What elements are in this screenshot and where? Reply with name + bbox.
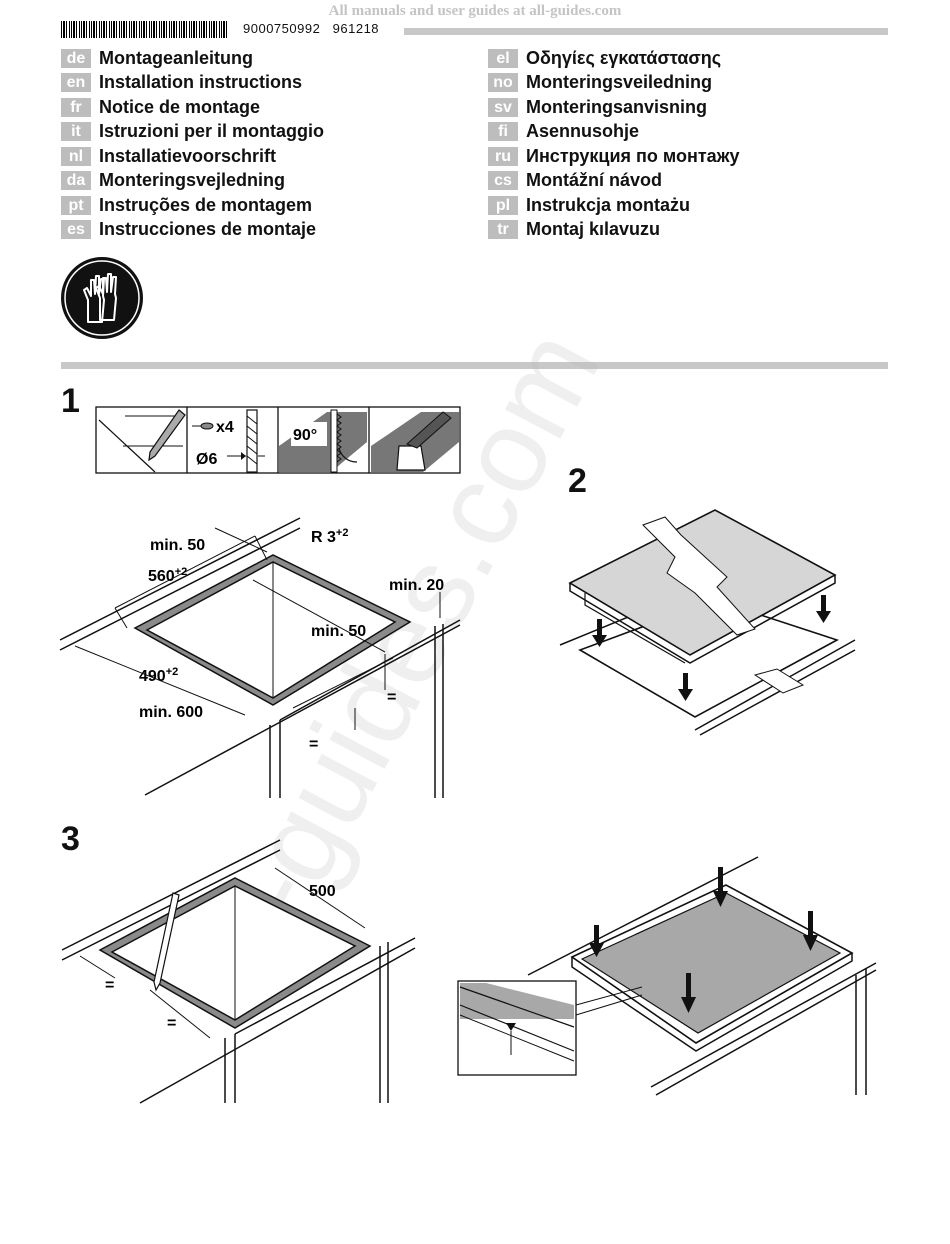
language-title: Notice de montage (99, 96, 261, 117)
barcode (61, 21, 229, 38)
language-code: de (61, 48, 91, 68)
down-arrow-icon (803, 911, 818, 951)
language-title: Asennusohje (526, 121, 640, 142)
dimension-depth: 490+2 (139, 666, 178, 685)
language-title: Montageanleitung (99, 47, 253, 68)
language-title: Monteringsvejledning (99, 170, 286, 191)
down-arrow-icon (678, 673, 693, 701)
down-arrow-icon (816, 595, 831, 623)
language-item: it Istruzioni per il montaggio (61, 120, 481, 145)
dimension-min50-top: min. 50 (150, 537, 205, 554)
section-divider (61, 362, 888, 369)
language-item: fi Asennusohje (488, 120, 908, 145)
language-title: Installatievoorschrift (99, 145, 277, 166)
depth-tolerance: +2 (166, 666, 179, 678)
language-item: no Monteringsveiledning (488, 71, 908, 96)
language-item: tr Montaj kılavuzu (488, 218, 908, 243)
language-item: fr Notice de montage (61, 95, 481, 120)
down-arrow-icon (713, 867, 728, 907)
language-code: nl (61, 146, 91, 166)
language-code: es (61, 220, 91, 240)
dimension-radius: R 3+2 (311, 527, 348, 546)
language-item: pl Instrukcja montażu (488, 193, 908, 218)
document-code-secondary: 961218 (332, 21, 380, 36)
language-code: sv (488, 97, 518, 117)
language-code: it (61, 122, 91, 142)
language-title: Montážní návod (526, 170, 662, 191)
language-title: Instrukcja montażu (526, 194, 691, 215)
language-item: cs Montážní návod (488, 169, 908, 194)
language-code: da (61, 171, 91, 191)
equal-spacing-mark: = (387, 689, 396, 706)
document-codes: 9000750992 961218 (243, 21, 379, 36)
language-code: ru (488, 146, 518, 166)
step-1-number: 1 (61, 382, 80, 420)
wear-gloves-icon (61, 257, 143, 339)
drill-bit-icon: x4 Ø6 (192, 409, 265, 473)
language-title: Monteringsanvisning (526, 96, 708, 117)
depth-value: 490 (139, 668, 166, 685)
language-title: Instrucciones de montaje (99, 219, 317, 240)
language-code: el (488, 48, 518, 68)
language-item: es Instrucciones de montaje (61, 218, 481, 243)
step-1-tool-strip: x4 Ø6 90° (95, 406, 461, 474)
width-value: 560 (148, 568, 175, 585)
saw-angle-icon: 90° (279, 409, 367, 473)
language-title: Installation instructions (99, 72, 303, 93)
language-item: el Οδηγίες εγκατάστασης (488, 46, 908, 71)
step-3-number: 3 (61, 820, 80, 858)
language-title: Monteringsveiledning (526, 72, 713, 93)
language-code: pl (488, 195, 518, 215)
radius-tolerance: +2 (336, 527, 349, 539)
language-item: da Monteringsvejledning (61, 169, 481, 194)
step-3-hob-pressing-diagram (457, 856, 877, 1096)
dimension-width-500: 500 (309, 883, 336, 900)
step-2-number: 2 (568, 462, 587, 500)
language-item: ru Инструкция по монтажу (488, 144, 908, 169)
down-arrow-icon (589, 925, 604, 957)
language-title: Montaj kılavuzu (526, 219, 661, 240)
language-code: cs (488, 171, 518, 191)
dimension-min50-side: min. 50 (311, 623, 366, 640)
language-item: en Installation instructions (61, 71, 481, 96)
pencil-marking-icon (98, 409, 186, 473)
header-bar (404, 28, 888, 35)
step-2-hob-insertion-diagram (559, 509, 856, 736)
angle-label: 90° (293, 427, 317, 444)
language-code: fi (488, 122, 518, 142)
equal-spacing-mark: = (309, 736, 318, 753)
language-title: Οδηγίες εγκατάστασης (526, 47, 722, 68)
language-title: Инструкция по монтажу (526, 145, 740, 166)
equal-spacing-mark: = (167, 1015, 176, 1032)
drill-diameter-label: Ø6 (196, 451, 217, 468)
language-list-left: de Montageanleitung en Installation instru… (61, 46, 481, 242)
language-code: pt (61, 195, 91, 215)
language-code: en (61, 73, 91, 93)
down-arrow-icon (592, 619, 607, 647)
step-3-cutout-marking-diagram: 500 = = (61, 839, 416, 1104)
equal-spacing-mark: = (105, 977, 114, 994)
radius-value: R 3 (311, 529, 336, 546)
detail-inset (457, 980, 643, 1076)
document-code-primary: 9000750992 (243, 21, 321, 36)
language-item: sv Monteringsanvisning (488, 95, 908, 120)
language-list-right: el Οδηγίες εγκατάστασης no Monteringsveile… (488, 46, 908, 242)
width-tolerance: +2 (175, 566, 188, 578)
language-item: pt Instruções de montagem (61, 193, 481, 218)
screws-count-label: x4 (216, 419, 234, 436)
dimension-min20: min. 20 (389, 577, 444, 594)
language-item: de Montageanleitung (61, 46, 481, 71)
brush-sealing-icon (371, 411, 459, 472)
dimension-min600: min. 600 (139, 704, 203, 721)
language-code: fr (61, 97, 91, 117)
step-1-cutout-diagram: min. 50 R 3+2 560+2 min. 20 min. 50 490+… (59, 517, 461, 798)
language-code: no (488, 73, 518, 93)
language-title: Instruções de montagem (99, 194, 313, 215)
dimension-width: 560+2 (148, 566, 187, 585)
language-title: Istruzioni per il montaggio (99, 121, 324, 142)
language-item: nl Installatievoorschrift (61, 144, 481, 169)
down-arrow-icon (681, 973, 696, 1013)
download-banner: All manuals and user guides at all-guide… (328, 3, 622, 19)
language-code: tr (488, 220, 518, 240)
